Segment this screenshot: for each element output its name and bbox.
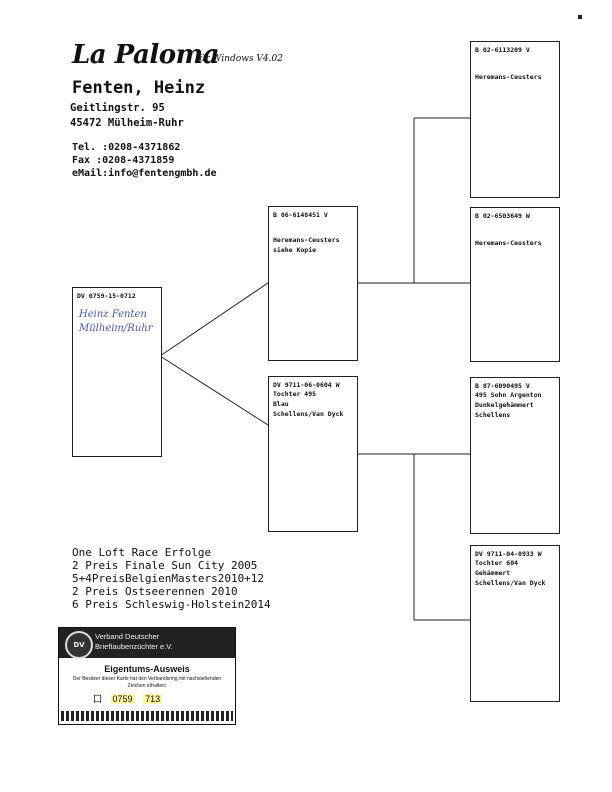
mother-ring: DV 9711-06-0604 W: [273, 381, 340, 389]
breeder-street: Geitlingstr. 95: [70, 102, 165, 114]
breeder-fax: Fax :0208-4371859: [72, 155, 175, 166]
results-heading: One Loft Race Erfolge: [72, 546, 212, 559]
mother-mother-ring: DV 9711-04-0933 W: [475, 550, 542, 558]
mother-line: Blau: [273, 400, 289, 408]
father-line: siehe Kopie: [273, 246, 317, 254]
pigeon-place-handwritten: Mülheim/Ruhr: [79, 323, 153, 334]
card-note: Der Besitzer dieser Karte hat den Verban…: [72, 676, 222, 689]
card-ornament-border: [61, 711, 233, 721]
father-father-box: B 02-6113209 V Heremans-Ceusters: [470, 41, 560, 198]
ownership-card: DV Verband Deutscher Brieftaubenzüchter …: [58, 627, 236, 725]
logo-subtitle: für Windows V4.02: [196, 54, 283, 64]
ring-number: 0759: [110, 694, 135, 704]
mother-mother-line: Schellens/Van Dyck: [475, 579, 546, 587]
breeder-tel: Tel. :0208-4371862: [72, 142, 181, 153]
breeder-email: eMail:info@fentengmbh.de: [72, 168, 217, 179]
pigeon-owner-handwritten: Heinz Fenten: [79, 309, 147, 320]
association-name: Verband Deutscher Brieftaubenzüchter e.V…: [95, 632, 173, 651]
mother-mother-box: DV 9711-04-0933 W Tochter 604 Gehämmert …: [470, 545, 560, 702]
scan-dot: [578, 15, 582, 19]
ring-prefix: 囗: [93, 694, 103, 704]
result-item: 2 Preis Finale Sun City 2005: [72, 559, 258, 572]
father-father-line: Heremans-Ceusters: [475, 73, 542, 81]
mother-line: Schellens/Van Dyck: [273, 410, 344, 418]
mother-mother-line: Gehämmert: [475, 569, 511, 577]
breeder-city: 45472 Mülheim-Ruhr: [70, 117, 184, 129]
pigeon-ring: DV 0759-15-0712: [77, 292, 136, 300]
father-mother-box: B 02-6503649 W Heremans-Ceusters: [470, 207, 560, 362]
mother-father-line: Schellens: [475, 411, 511, 419]
father-mother-line: Heremans-Ceusters: [475, 239, 542, 247]
mother-father-line: 495 Sohn Argenton: [475, 391, 542, 399]
mother-line: Tochter 495: [273, 390, 317, 398]
card-title: Eigentums-Ausweis: [104, 664, 190, 674]
father-father-ring: B 02-6113209 V: [475, 46, 530, 54]
mother-father-ring: B 87-6090495 V: [475, 382, 530, 390]
card-ring-number: 囗 0759 713: [93, 692, 168, 705]
result-item: 5+4PreisBelgienMasters2010+12: [72, 572, 265, 585]
logo: La Paloma: [72, 40, 219, 70]
card-header: DV Verband Deutscher Brieftaubenzüchter …: [59, 628, 235, 659]
pigeon-box: DV 0759-15-0712 Heinz Fenten Mülheim/Ruh…: [72, 287, 162, 457]
association-seal-icon: DV: [65, 631, 93, 659]
result-item: 6 Preis Schleswig-Holstein2014: [72, 598, 271, 611]
father-mother-ring: B 02-6503649 W: [475, 212, 530, 220]
breeder-name: Fenten, Heinz: [72, 78, 206, 98]
mother-box: DV 9711-06-0604 W Tochter 495 Blau Schel…: [268, 376, 358, 532]
mother-mother-line: Tochter 604: [475, 559, 519, 567]
mother-father-line: Dunkelgehämmert: [475, 401, 534, 409]
mother-father-box: B 87-6090495 V 495 Sohn Argenton Dunkelg…: [470, 377, 560, 534]
result-item: 2 Preis Ostseerennen 2010: [72, 585, 238, 598]
father-ring: B 06-6148451 V: [273, 211, 328, 219]
father-line: Heremans-Ceusters: [273, 236, 340, 244]
race-results: One Loft Race Erfolge 2 Preis Finale Sun…: [72, 546, 271, 611]
father-box: B 06-6148451 V Heremans-Ceusters siehe K…: [268, 206, 358, 361]
ring-number-handwritten: 713: [143, 694, 163, 704]
